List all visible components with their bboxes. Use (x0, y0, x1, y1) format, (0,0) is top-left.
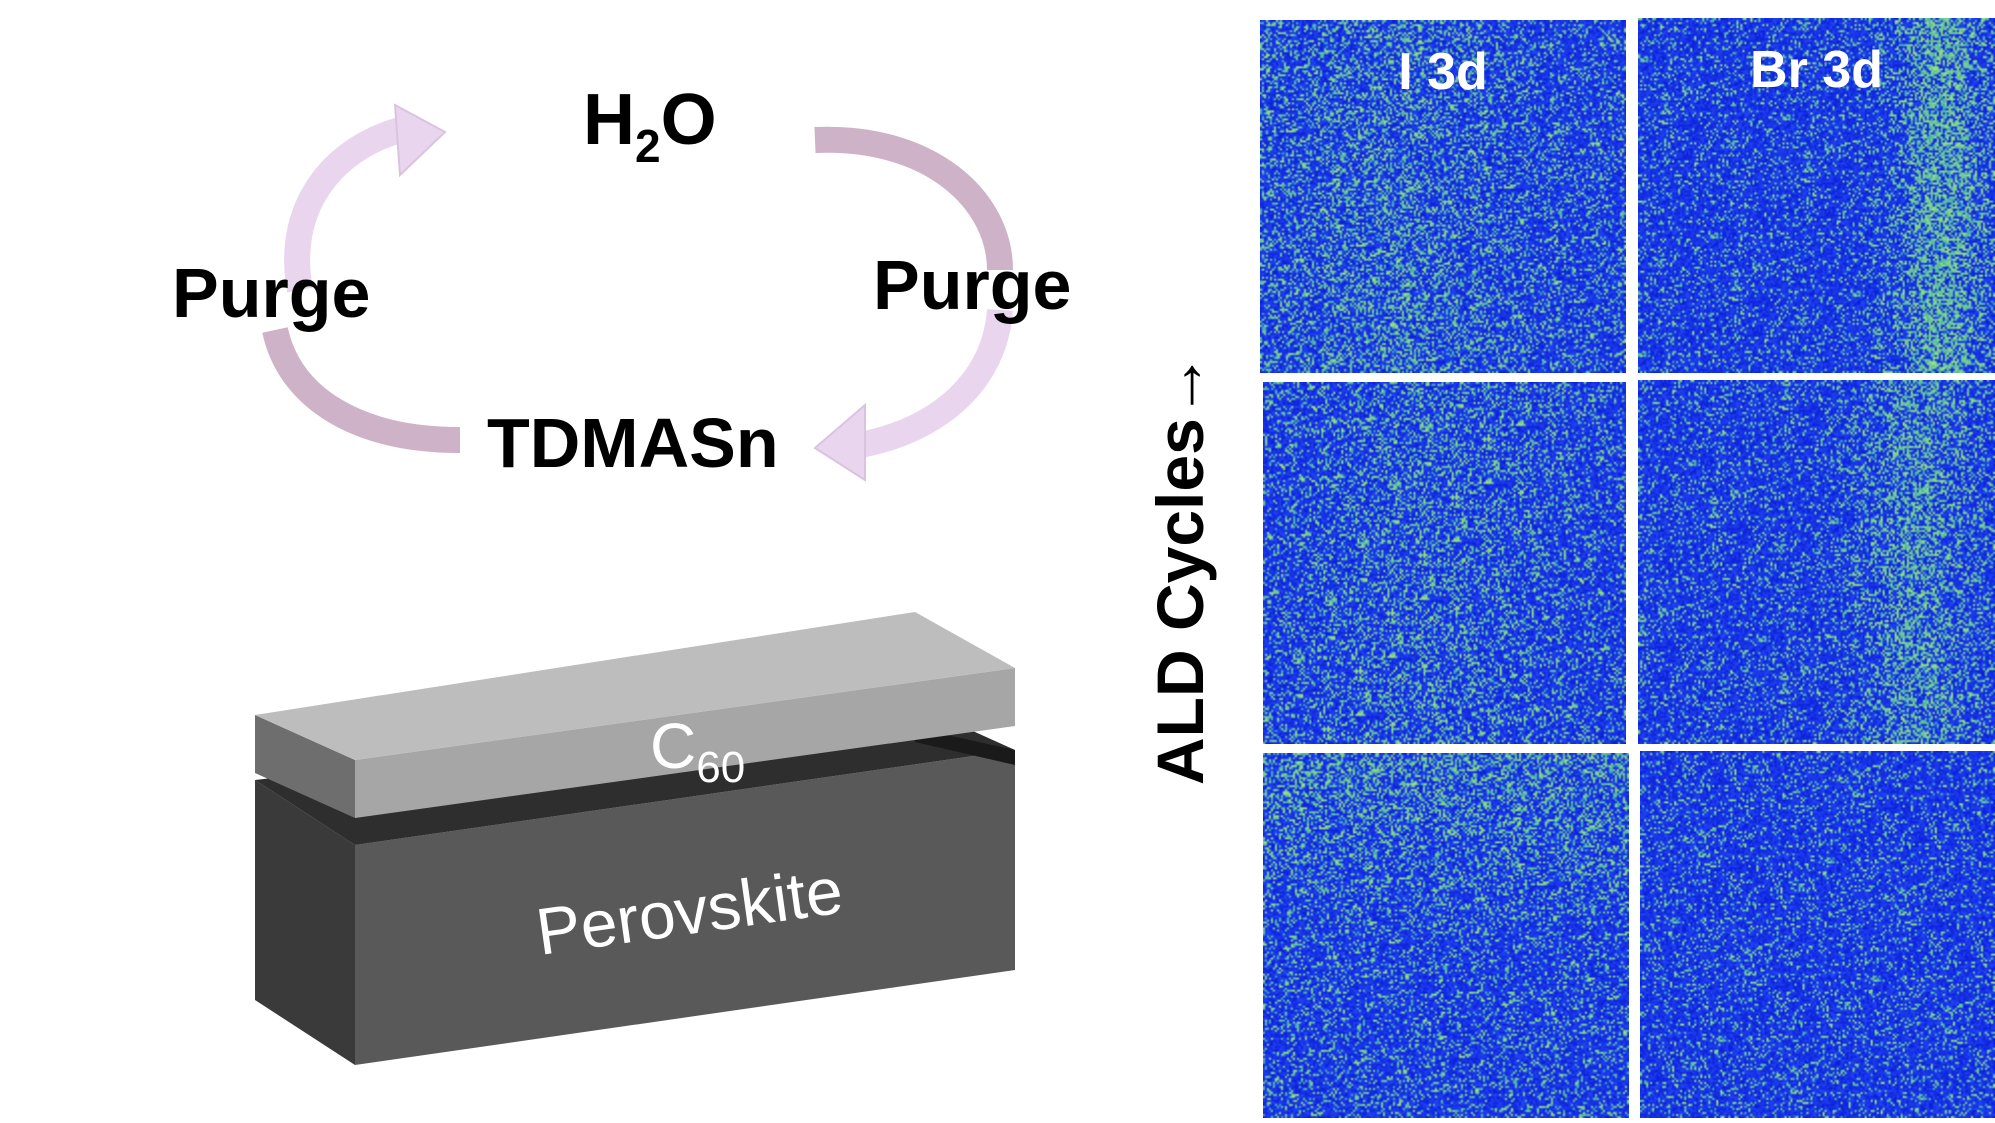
h2o-label: H2O (583, 80, 717, 172)
ald-cycles-label: ALD Cycles→ (1143, 352, 1217, 785)
map-i3d-top: I 3d (1260, 20, 1626, 373)
purge-left-label: Purge (172, 254, 371, 332)
map-br3d-mid (1638, 380, 1995, 744)
map-i3d-mid (1263, 382, 1626, 744)
tdmasn-label: TDMASn (487, 404, 779, 482)
br3d-title: Br 3d (1750, 41, 1883, 99)
map-br3d-bottom (1640, 751, 1995, 1118)
c60-slab (255, 612, 1015, 818)
arrow-left-bottom (262, 326, 461, 453)
purge-right-label: Purge (873, 246, 1072, 324)
ald-schematic: C60 Perovskite (255, 103, 1015, 1065)
arrow-left-up (284, 103, 447, 293)
i3d-title: I 3d (1398, 43, 1488, 101)
arrow-right-down (814, 126, 1013, 271)
map-i3d-bottom (1263, 753, 1629, 1118)
arrow-right-bottom (813, 308, 1013, 482)
map-br3d-top: Br 3d (1638, 18, 1995, 373)
c60-label: C60 (650, 710, 745, 792)
